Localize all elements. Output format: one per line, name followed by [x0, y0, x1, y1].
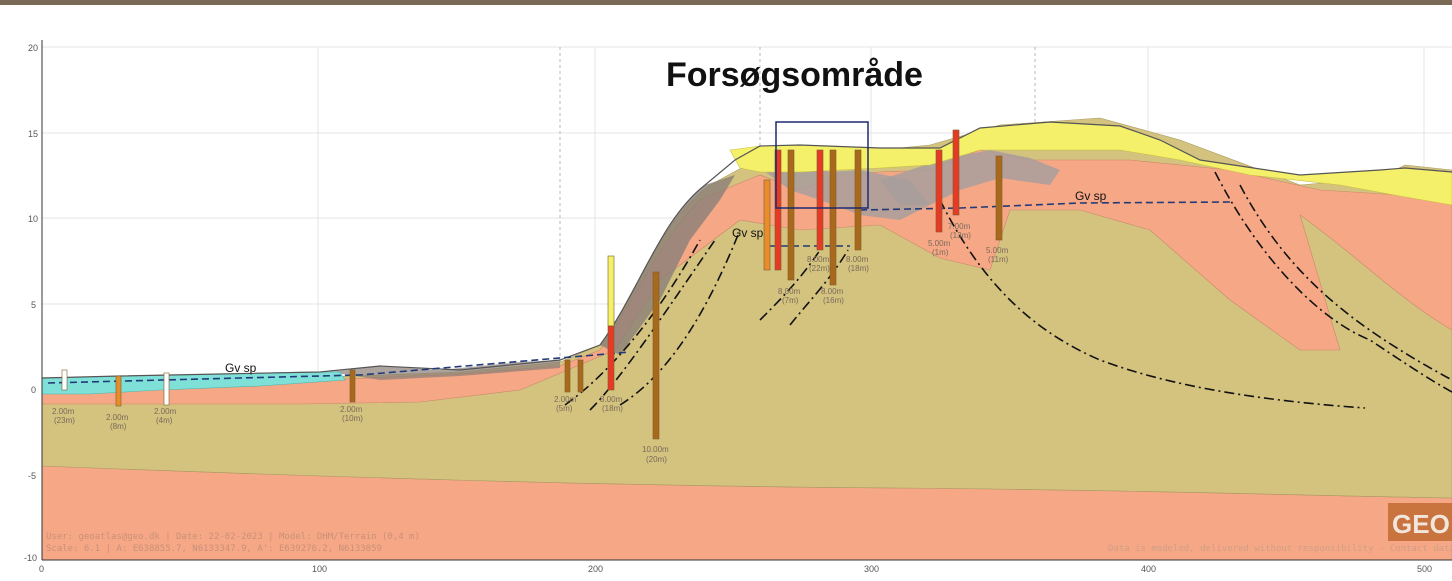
borehole-depth-label: 2.00m: [154, 407, 177, 416]
footer-disclaimer: Data is modeled, delivered without respo…: [1108, 544, 1452, 554]
y-tick-label: 0: [31, 385, 36, 395]
gravel-lens: [760, 160, 930, 220]
y-tick-label: -5: [28, 471, 36, 481]
water-table-label: Gv sp: [1075, 189, 1107, 203]
water-table: [47, 201, 1231, 384]
borehole-depth-label: 5.00m: [986, 246, 1009, 255]
borehole-dist-label: (1m): [932, 248, 949, 257]
boreholes: [61, 129, 1003, 440]
borehole-dist-label: (11m): [988, 255, 1009, 264]
borehole-dist-label: (22m): [809, 264, 830, 273]
geo-logo-box: [1388, 503, 1452, 541]
study-area-box: [775, 121, 869, 209]
terrain-surface: [41, 121, 1452, 379]
area-title: Forsøgsområde: [666, 56, 923, 94]
borehole-dist-label: (5m): [556, 404, 573, 413]
borehole-dist-label: (7m): [782, 296, 799, 305]
borehole-depth-label: 5.00m: [928, 239, 951, 248]
gravel-lens: [330, 360, 560, 380]
borehole-dist-label: (23m): [54, 416, 75, 425]
x-tick-label: 300: [864, 564, 879, 574]
y-tick-label: 20: [28, 43, 38, 53]
borehole-depth-label: 2.00m: [554, 395, 577, 404]
borehole-depth-label: 2.00m: [340, 405, 363, 414]
interpreted-boundaries: [564, 171, 1452, 411]
borehole-dist-label: (18m): [602, 404, 623, 413]
gravel-lens: [880, 150, 1060, 205]
x-tick-label: 200: [588, 564, 603, 574]
borehole-depth-label: 8.00m: [821, 287, 844, 296]
borehole-dist-label: (20m): [646, 455, 667, 464]
footer-user-info: User: geoatlas@geo.dk | Date: 22-02-2023…: [46, 532, 420, 542]
geo-logo: GEO: [1392, 509, 1450, 539]
borehole-labels: 2.00m (23m) 2.00m (8m) 2.00m (4m) 2.00m …: [52, 222, 1009, 464]
borehole-dist-label: (8m): [110, 422, 127, 431]
borehole-dist-label: (4m): [156, 416, 173, 425]
y-tick-label: 5: [31, 300, 36, 310]
borehole-depth-label: 8.00m: [778, 287, 801, 296]
borehole-depth-label: 8.00m: [600, 395, 623, 404]
borehole-depth-label: 8.00m: [807, 255, 830, 264]
water-table-label: Gv sp: [732, 226, 764, 240]
borehole-depth-label: 2.00m: [106, 413, 129, 422]
gravel-lens: [600, 175, 735, 355]
borehole-depth-label: 10.00m: [642, 445, 669, 454]
borehole-dist-label: (10m): [342, 414, 363, 423]
y-tick-label: -10: [24, 553, 37, 563]
y-tick-label: 15: [28, 129, 38, 139]
borehole-dist-label: (13m): [950, 231, 971, 240]
borehole-depth-label: 7.00m: [948, 222, 971, 231]
borehole-depth-label: 2.00m: [52, 407, 75, 416]
borehole-dist-label: (18m): [848, 264, 869, 273]
footer-scale-info: Scale: 6.1 | A: E638855.7, N6133347.9, A…: [46, 544, 382, 554]
water-table-label: Gv sp: [225, 361, 257, 375]
borehole-dist-label: (16m): [823, 296, 844, 305]
x-tick-label: 0: [39, 564, 44, 574]
y-tick-label: 10: [28, 214, 38, 224]
x-tick-label: 400: [1141, 564, 1156, 574]
x-tick-label: 100: [312, 564, 327, 574]
x-tick-label: 500: [1417, 564, 1432, 574]
borehole-depth-label: 8.00m: [846, 255, 869, 264]
